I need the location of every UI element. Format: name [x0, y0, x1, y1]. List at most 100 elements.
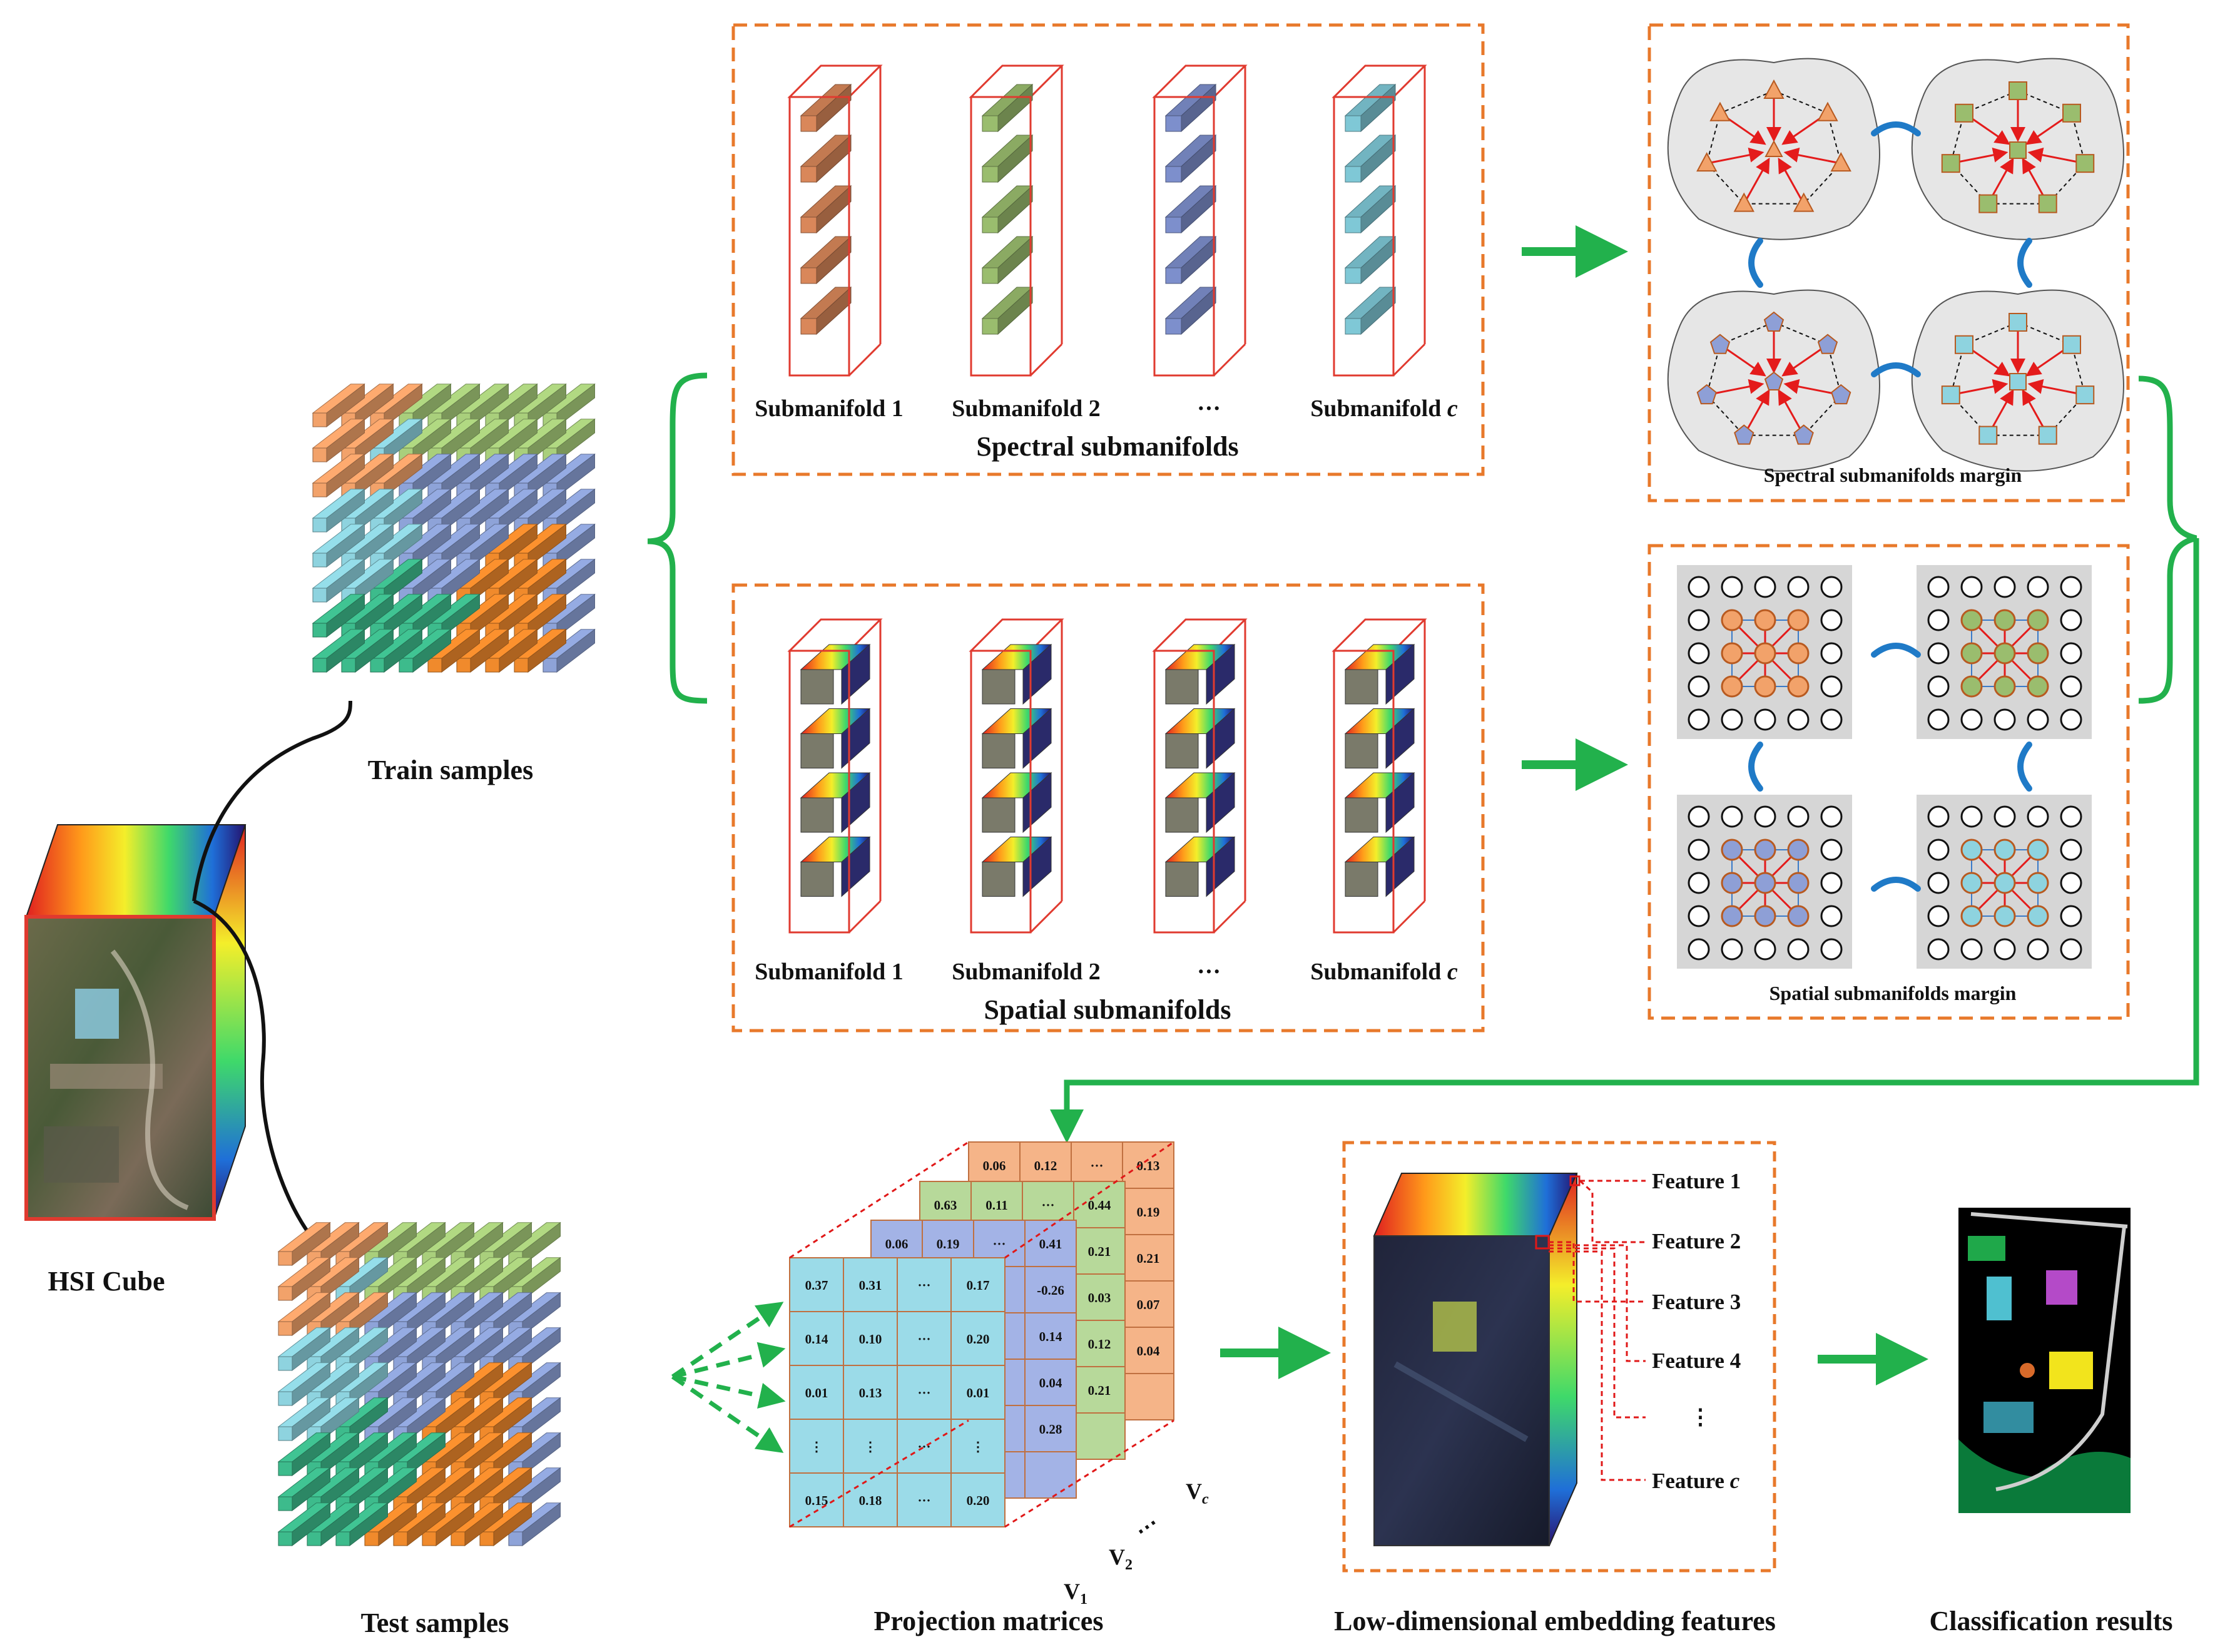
- grid-node-empty: [1927, 805, 1950, 828]
- grid-node-empty: [2060, 642, 2082, 665]
- grid-node-filled: [1754, 675, 1776, 698]
- grid-node-filled: [1721, 905, 1743, 927]
- grid-node-empty: [1993, 576, 2016, 598]
- matrix-v2-value: -0.26: [1037, 1283, 1064, 1298]
- sample-bar-front: [456, 658, 471, 673]
- sample-bar-front: [422, 1531, 437, 1546]
- sample-bar-front: [278, 1286, 293, 1301]
- matrix-v1-value: ···: [917, 1278, 930, 1293]
- spectral-bar-front: [1345, 217, 1362, 233]
- matrix-stack-dots: ⋯: [1131, 1510, 1163, 1543]
- grid-node-filled: [1787, 642, 1810, 665]
- spatial-submanifolds-box: [731, 583, 1485, 1032]
- square-node: [1954, 103, 1973, 123]
- triangle-node: [1733, 192, 1754, 212]
- grid-node-filled: [1754, 872, 1776, 894]
- center-node: [1764, 371, 1784, 390]
- grid-node-empty: [2060, 708, 2082, 731]
- margin-dashed-polygon: [1706, 89, 1842, 205]
- square-node: [2075, 154, 2095, 173]
- matrix-vc-cell: [1122, 1280, 1174, 1328]
- grid-node-empty: [1754, 938, 1776, 961]
- grid-node-empty: [2060, 905, 2082, 927]
- matrix-v1-cell: [950, 1257, 1006, 1312]
- matrix-v2-value: 0.41: [1039, 1236, 1062, 1252]
- sample-bar-front: [393, 1531, 408, 1546]
- matrix-v3-value: 0.63: [934, 1198, 957, 1213]
- pentagon-node: [1817, 334, 1838, 354]
- prism-front: [1153, 96, 1215, 377]
- sample-bar-front: [399, 658, 414, 673]
- spectral-sub1-label: Submanifold 1: [755, 395, 904, 422]
- prism-edge: [1392, 343, 1426, 377]
- margin-red-arrow: [1743, 157, 1770, 205]
- feature-c-label: Feature c: [1652, 1469, 1740, 1493]
- grid-node-empty: [1688, 642, 1710, 665]
- classification-map: [1958, 1208, 2131, 1513]
- grid-node-empty: [2060, 872, 2082, 894]
- spectral-bar-front: [982, 267, 999, 284]
- matrix-v1-value: ···: [917, 1385, 930, 1400]
- grid-node-empty: [1927, 708, 1950, 731]
- pentagon-node: [1793, 424, 1814, 445]
- grid-node-filled: [1993, 839, 2016, 861]
- matrix-v2-value: 0.28: [1039, 1422, 1062, 1437]
- sample-bar-front: [312, 553, 327, 568]
- matrix-v1-cell: [950, 1472, 1006, 1527]
- margin-red-arrow: [1706, 147, 1764, 165]
- grid-node-filled: [1993, 642, 2016, 665]
- triangle-node: [1709, 101, 1731, 121]
- matrix-v1-cell: [843, 1311, 898, 1366]
- grid-node-empty: [1688, 938, 1710, 961]
- grid-node-filled: [1721, 642, 1743, 665]
- triangle-node: [1830, 152, 1851, 172]
- grid-node-filled: [1960, 905, 1983, 927]
- pentagon-node: [1831, 384, 1851, 405]
- feature-2-label: Feature 2: [1652, 1229, 1741, 1253]
- spectral-bar-front: [982, 217, 999, 233]
- grid-node-filled: [1960, 642, 1983, 665]
- grid-node-empty: [2060, 576, 2082, 598]
- matrix-v1-cell: [843, 1419, 898, 1474]
- blue-double-arrow: [1871, 362, 1921, 377]
- sample-bar-front: [341, 658, 356, 673]
- sample-bar-front: [312, 447, 327, 462]
- sample-bar-front: [370, 658, 385, 673]
- matrix-vc-cell: [1122, 1234, 1174, 1282]
- margin-dashed-polygon: [1950, 89, 2086, 205]
- grid-node-filled: [1787, 839, 1810, 861]
- grid-node-filled: [1993, 609, 2016, 631]
- matrix-v3-value: 0.21: [1088, 1383, 1111, 1398]
- matrix-v1-value: 0.20: [967, 1332, 990, 1347]
- sample-bar-front: [278, 1356, 293, 1371]
- grid-node-empty: [1927, 938, 1950, 961]
- spectral-bar-front: [1165, 115, 1182, 132]
- matrix-v1-cell: [950, 1365, 1006, 1420]
- sample-bar-front: [312, 482, 327, 497]
- embedding-cube: [1373, 1173, 1581, 1546]
- spectral-subc-label: Submanifold c: [1310, 395, 1458, 422]
- test-samples-stack: [277, 1221, 561, 1547]
- grid-node-empty: [1820, 872, 1843, 894]
- grid-node-empty: [1927, 905, 1950, 927]
- grid-node-empty: [1688, 609, 1710, 631]
- grid-node-filled: [1993, 905, 2016, 927]
- matrix-v1-value: 0.31: [859, 1278, 882, 1293]
- grid-node-empty: [1993, 708, 2016, 731]
- square-node: [2038, 194, 2057, 213]
- matrix-v1-cell: [897, 1472, 952, 1527]
- matrix-vc-value: ···: [1090, 1158, 1103, 1173]
- matrix-v2-cell: [1024, 1451, 1077, 1499]
- margin-dashed-polygon: [1950, 321, 2086, 436]
- matrix-v1-value: ⋮: [864, 1439, 877, 1454]
- prism-edge: [1029, 900, 1063, 934]
- matrix-v1-value: 0.37: [805, 1278, 828, 1293]
- grid-node-filled: [1787, 872, 1810, 894]
- square-node: [1941, 385, 1960, 405]
- grid-node-empty: [1960, 938, 1983, 961]
- grid-node-empty: [1820, 839, 1843, 861]
- matrix-v2-value: 0.06: [885, 1236, 909, 1252]
- grid-node-empty: [2027, 708, 2049, 731]
- prism-front: [970, 96, 1032, 377]
- blue-double-arrow: [2017, 742, 2032, 792]
